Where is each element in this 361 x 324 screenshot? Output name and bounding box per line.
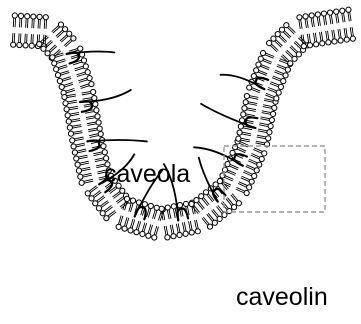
lipid-molecule — [263, 105, 277, 111]
lipid-molecule — [165, 205, 171, 219]
lipid-molecule — [152, 226, 159, 240]
lipid-molecule — [320, 32, 325, 46]
lipid-molecule — [11, 33, 16, 47]
caveolin-protein — [221, 75, 269, 89]
caveolin-protein — [87, 140, 146, 151]
lipid-molecule — [327, 10, 332, 24]
lipid-molecule — [321, 11, 326, 25]
caveola-label: caveola — [104, 162, 190, 187]
lipid-molecule — [303, 14, 308, 28]
lipid-molecule — [242, 106, 256, 112]
caveolin-protein — [201, 104, 257, 128]
lipid-molecule — [297, 15, 302, 29]
lipid-molecule — [66, 119, 80, 125]
lipid-molecule — [72, 149, 86, 155]
lipid-molecule — [82, 89, 96, 95]
lipid-molecule — [80, 81, 94, 88]
lipid-molecule — [344, 28, 349, 42]
lipid-molecule — [18, 13, 23, 27]
lipid-molecule — [243, 100, 257, 106]
lipid-molecule — [170, 225, 176, 239]
lipid-molecule — [70, 137, 84, 143]
lipid-molecule — [195, 220, 201, 234]
lipid-molecule — [83, 95, 97, 101]
caveolin-protein — [67, 52, 115, 64]
lipid-molecule — [346, 7, 351, 21]
lipid-molecule — [257, 135, 271, 141]
lipid-molecule — [164, 226, 170, 240]
lipid-molecule — [309, 13, 314, 27]
lipid-molecule — [75, 161, 89, 167]
lipid-molecule — [315, 12, 320, 26]
lipid-molecule — [86, 114, 100, 120]
lipid-molecule — [236, 136, 250, 142]
lipid-molecule — [25, 14, 30, 28]
lipid-molecule — [307, 34, 312, 48]
lipid-molecule — [43, 15, 48, 29]
lipid-molecule — [338, 29, 343, 43]
lipid-molecule — [89, 131, 103, 137]
lipid-molecule — [29, 34, 34, 48]
lipid-molecule — [176, 223, 182, 237]
lipid-molecule — [258, 129, 272, 135]
lipid-molecule — [68, 131, 82, 137]
lipid-molecule — [189, 221, 195, 235]
lipid-molecule — [67, 125, 81, 131]
caveolin-protein — [80, 90, 131, 112]
lipid-molecule — [79, 179, 93, 185]
lipid-molecule — [334, 9, 339, 23]
lipid-molecule — [340, 8, 345, 22]
lipid-molecule — [76, 167, 90, 173]
lipid-molecule — [159, 206, 165, 220]
lipid-molecule — [74, 155, 88, 161]
lipid-molecule — [332, 30, 337, 44]
lipid-molecule — [262, 111, 276, 117]
lipid-molecule — [88, 126, 102, 132]
lipid-molecule — [260, 117, 274, 123]
lipid-molecule — [78, 173, 92, 179]
lipid-molecule — [87, 120, 101, 126]
lipid-molecule — [65, 112, 79, 118]
lipid-molecule — [23, 34, 28, 48]
lipid-molecule — [237, 130, 251, 136]
lipid-molecule — [182, 222, 188, 236]
lipid-molecule — [63, 100, 77, 106]
lipid-molecule — [259, 123, 273, 129]
lipid-molecule — [313, 33, 318, 47]
lipid-molecule — [31, 14, 36, 28]
caveolin-label: caveolin — [236, 285, 328, 310]
lipid-molecule — [350, 27, 355, 41]
lipid-molecule — [62, 94, 76, 100]
lipid-molecule — [37, 14, 42, 28]
lipid-molecule — [17, 33, 22, 47]
lipid-molecule — [326, 31, 331, 45]
lipid-molecule — [64, 106, 78, 112]
lipid-molecule — [301, 35, 306, 49]
lipid-molecule — [71, 143, 85, 149]
lipid-molecule — [244, 93, 258, 99]
lipid-molecule — [12, 13, 17, 27]
